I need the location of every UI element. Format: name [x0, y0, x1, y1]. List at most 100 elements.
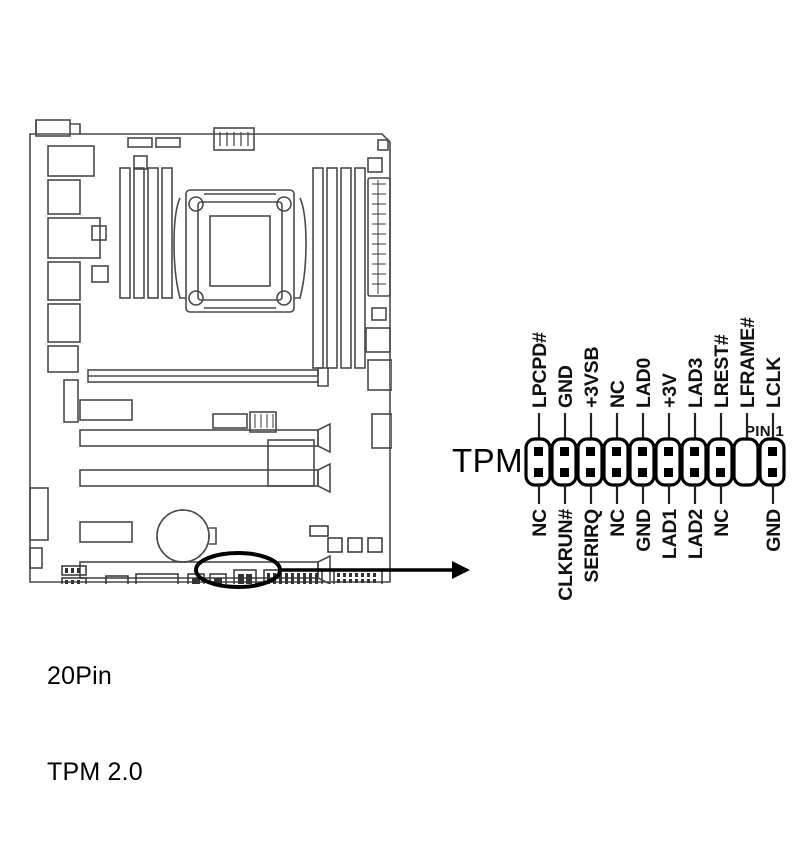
board-component	[249, 411, 277, 433]
pin-bottom	[560, 468, 569, 477]
board-component	[29, 547, 43, 569]
slot-shell	[654, 437, 682, 487]
pin-label-top-5: LAD0	[633, 358, 655, 408]
pin-label-bottom-10: GND	[763, 509, 785, 552]
caption-block: 20Pin TPM 2.0	[47, 596, 143, 852]
pin-top	[664, 447, 673, 456]
tpm-slot-4: NC NC	[602, 380, 630, 537]
sata-port	[365, 327, 391, 353]
pin-label-bottom-8: NC	[711, 509, 733, 537]
tpm-slot-5: LAD0 GND	[628, 358, 656, 552]
atx-power-connector	[367, 177, 391, 297]
tpm-slot-2: GND CLKRUN#	[550, 365, 578, 601]
board-component	[29, 487, 49, 541]
pin-label-bottom-4: NC	[607, 509, 629, 537]
pin-top	[716, 447, 725, 456]
top-header	[155, 137, 181, 148]
pin-label-bottom-1: NC	[529, 509, 551, 537]
pin-top	[560, 447, 569, 456]
slot-shell	[524, 437, 552, 487]
front-panel-header	[135, 573, 179, 584]
pin-label-top-7: LAD3	[685, 358, 707, 408]
pin-label-top-3: +3VSB	[581, 347, 603, 408]
board-component	[367, 537, 383, 553]
tpm-slot-9-keyed: LFRAME#	[732, 317, 760, 487]
front-panel-header	[105, 575, 129, 584]
pin1-label: PIN 1	[745, 423, 784, 440]
pin-label-top-6: +3V	[659, 373, 681, 408]
top-header	[127, 137, 153, 148]
front-panel-header	[233, 569, 257, 584]
pin-label-bottom-6: LAD1	[659, 509, 681, 559]
pin-top	[690, 447, 699, 456]
slot-shell	[576, 437, 604, 487]
diagram-canvas: 20Pin TPM 2.0 TPM PIN 1 LPCPD# NC	[28, 118, 790, 786]
dimm-slot	[147, 167, 159, 299]
tpm-slot-10: LCLK GND	[758, 357, 786, 552]
pin-bottom	[716, 468, 725, 477]
pin-top	[638, 447, 647, 456]
pin-label-top-10: LCLK	[763, 357, 785, 408]
pin-label-bottom-7: LAD2	[685, 509, 707, 559]
pin-label-bottom-3: SERIRQ	[581, 509, 603, 583]
small-chip	[367, 157, 383, 173]
pcie-slot	[79, 422, 331, 454]
slot-shell	[706, 437, 734, 487]
pin-top	[534, 447, 543, 456]
sata-port	[371, 413, 392, 449]
dimm-slot	[312, 167, 324, 369]
slot-shell	[550, 437, 578, 487]
io-port	[47, 345, 79, 373]
tpm-connector-diagram: TPM PIN 1 LPCPD# NC GND CLK	[440, 317, 790, 601]
board-component	[347, 537, 363, 553]
board-component	[309, 525, 329, 537]
dimm-slot	[119, 167, 131, 299]
motherboard-illustration	[28, 118, 392, 584]
dimm-slot	[354, 167, 366, 369]
pin-top	[612, 447, 621, 456]
pin-label-top-2: GND	[555, 365, 577, 408]
tpm-label: TPM	[452, 442, 523, 479]
front-panel-header	[61, 565, 87, 576]
board-component	[63, 379, 79, 423]
small-chip	[91, 265, 109, 283]
caption-line-1: 20Pin	[47, 662, 112, 690]
pin-top	[586, 447, 595, 456]
tpm-slot-8: LREST# NC	[706, 334, 734, 537]
dimm-slot	[133, 167, 145, 299]
callout-overlay	[194, 551, 470, 589]
slot-shell	[602, 437, 630, 487]
slot-shell	[628, 437, 656, 487]
pin-bottom	[664, 468, 673, 477]
io-port	[47, 217, 101, 259]
slot-shell	[680, 437, 708, 487]
pin-bottom	[612, 468, 621, 477]
dimm-slot	[161, 167, 173, 299]
pin-label-top-8: LREST#	[711, 334, 733, 408]
io-shroud	[35, 119, 71, 137]
dimm-slot	[340, 167, 352, 369]
tpm-slot-1: LPCPD# NC	[524, 332, 552, 537]
slot-shell-empty	[732, 437, 760, 487]
pin-bottom	[690, 468, 699, 477]
motherboard-svg	[29, 119, 392, 584]
tpm-slot-6: +3V LAD1	[654, 373, 682, 559]
pin-bottom	[768, 468, 777, 477]
chipset	[267, 439, 315, 487]
small-chip	[133, 155, 148, 170]
io-port	[47, 261, 81, 301]
tpm-pinout-svg: TPM PIN 1 LPCPD# NC GND CLK	[452, 317, 786, 601]
pin-label-top-1: LPCPD#	[529, 332, 551, 408]
caption-line-2: TPM 2.0	[47, 758, 143, 786]
front-panel-header	[61, 577, 87, 584]
highlight-ellipse	[194, 551, 282, 589]
pin-label-top-9: LFRAME#	[737, 317, 759, 408]
board-component	[79, 399, 133, 421]
pin-bottom	[586, 468, 595, 477]
small-chip	[91, 225, 107, 241]
pointer-arrow	[280, 561, 470, 579]
tpm-slot-3: +3VSB SERIRQ	[576, 347, 604, 583]
cpu-socket	[173, 189, 307, 313]
aux-header	[213, 127, 255, 151]
board-component	[212, 413, 248, 429]
